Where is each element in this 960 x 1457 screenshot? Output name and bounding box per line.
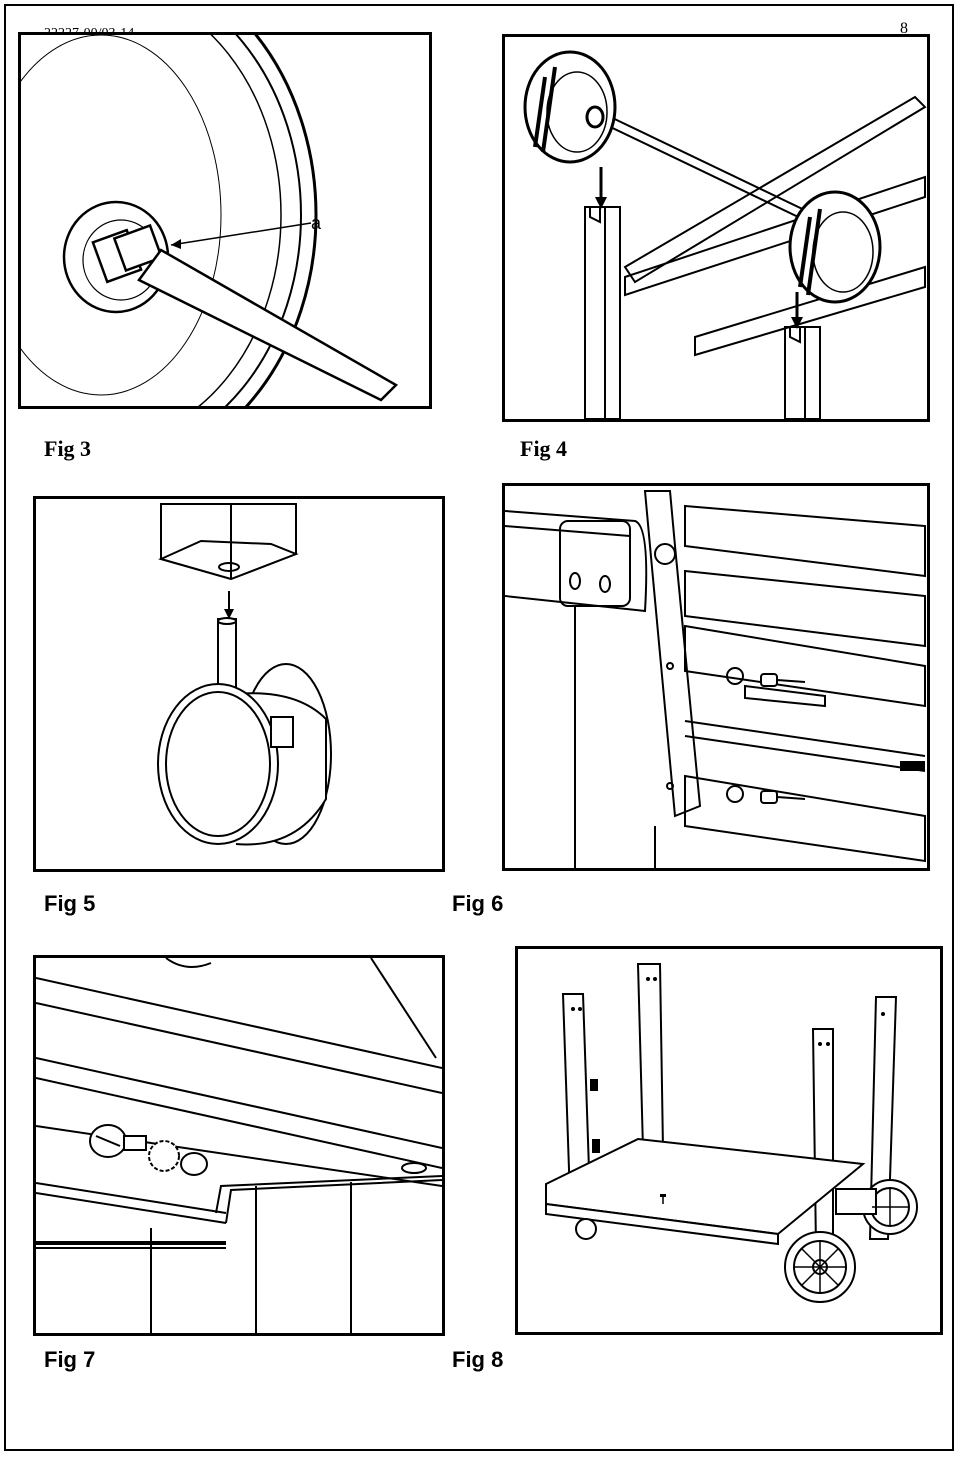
fig6-handle-bracket-illustration	[505, 490, 926, 868]
fig3-callout-a: a	[311, 213, 322, 233]
fig3-caption: Fig 3	[44, 436, 92, 461]
fig4-wheel-mount-illustration	[523, 50, 927, 419]
fig6-panel	[502, 483, 930, 871]
fig5-panel	[33, 496, 445, 872]
fig4-caption: Fig 4	[520, 436, 568, 461]
fig8-cart-illustration	[545, 963, 918, 1303]
fig7-panel	[33, 955, 445, 1336]
fig3-panel: a	[18, 32, 432, 409]
fig4-panel	[502, 34, 930, 422]
page-frame	[4, 4, 954, 1451]
fig8-panel	[515, 946, 943, 1335]
fig7-caption: Fig 7	[44, 1347, 96, 1372]
fig7-bolt-washer-illustration	[36, 958, 442, 1333]
document-id: 22227-00/03-14	[44, 26, 135, 34]
fig8-caption: Fig 8	[452, 1347, 504, 1372]
fig5-caster-illustration	[157, 503, 332, 846]
fig3-wheel-axle-illustration: a	[21, 35, 399, 406]
page-number: 8	[900, 20, 908, 34]
fig6-caption: Fig 6	[452, 891, 504, 916]
fig5-caption: Fig 5	[44, 891, 96, 916]
